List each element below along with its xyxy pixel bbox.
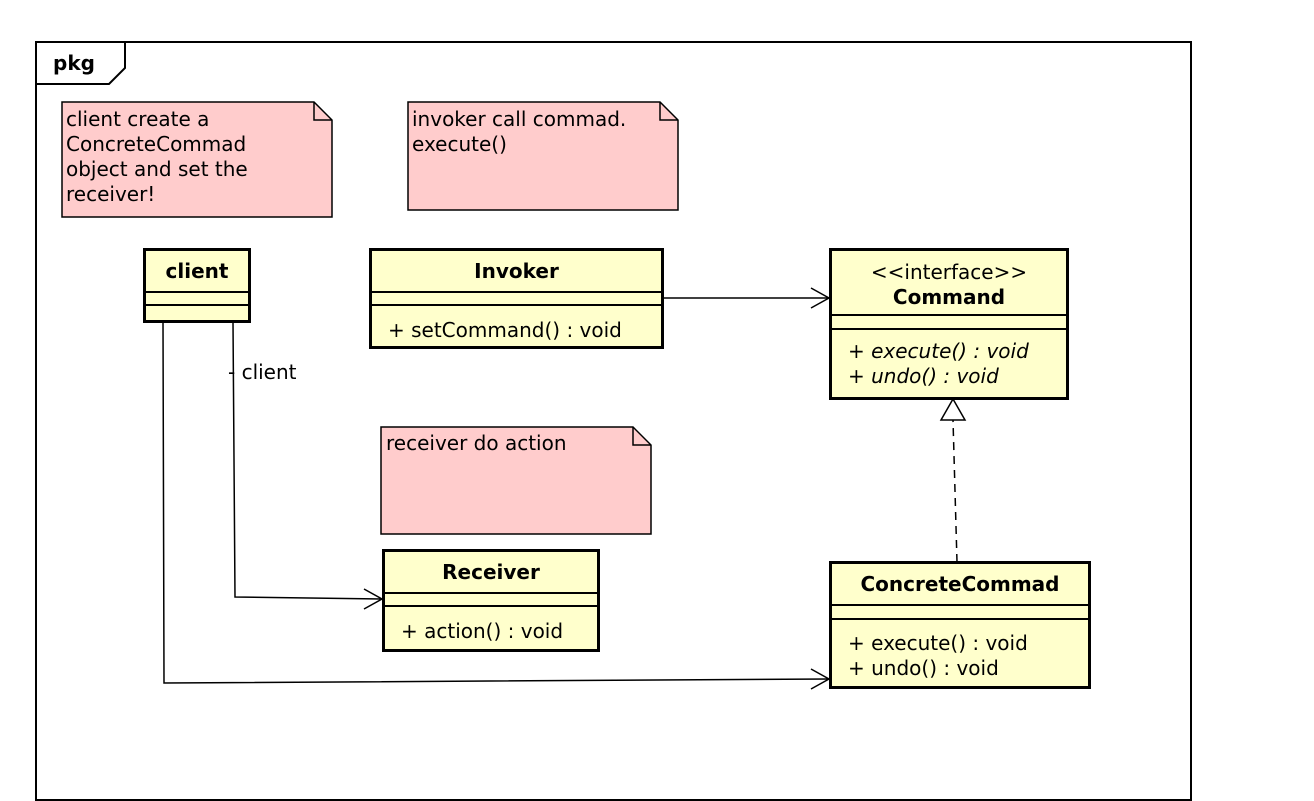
- receiver-note-shape: [380, 426, 652, 535]
- package-label: pkg: [53, 51, 95, 75]
- receiver-note-text: receiver do action: [386, 431, 567, 455]
- command-stereotype: <<interface>>: [870, 260, 1028, 284]
- command-class-name: Command: [892, 285, 1006, 309]
- receiver-op-action: + action() : void: [401, 619, 564, 643]
- client-class-name: client: [165, 259, 229, 283]
- receiver-class[interactable]: Receiver + action() : void: [382, 549, 600, 652]
- receiver-attributes: [385, 594, 597, 607]
- command-op-undo: + undo() : void: [848, 364, 999, 388]
- client-attributes: [146, 293, 248, 306]
- command-interface[interactable]: <<interface>> Command + execute() : void…: [829, 248, 1069, 400]
- command-attributes: [832, 316, 1066, 330]
- client-note-shape: [61, 101, 333, 218]
- invoker-class-name: Invoker: [474, 259, 559, 283]
- invoker-command-association: [663, 287, 831, 309]
- concretecommad-class[interactable]: ConcreteCommad + execute() : void + undo…: [829, 561, 1091, 689]
- client-note-text: client create a ConcreteCommad object an…: [66, 107, 248, 206]
- package-tab: [35, 42, 126, 85]
- command-op-execute: + execute() : void: [848, 339, 1029, 363]
- concretecommad-op-execute: + execute() : void: [848, 631, 1028, 655]
- realization-arrow: [939, 397, 967, 563]
- client-role-label: - client: [228, 360, 297, 384]
- concretecommad-op-undo: + undo() : void: [848, 656, 999, 680]
- receiver-class-name: Receiver: [442, 560, 540, 584]
- invoker-op-setcommand: + setCommand() : void: [388, 318, 622, 342]
- notes-layer: [61, 101, 679, 535]
- invoker-note-shape: [407, 101, 679, 211]
- concretecommad-attributes: [832, 606, 1088, 620]
- concretecommad-class-name: ConcreteCommad: [860, 572, 1060, 596]
- client-class[interactable]: client: [143, 248, 251, 323]
- invoker-note-text: invoker call commad. execute(): [412, 107, 627, 156]
- invoker-attributes: [372, 293, 661, 306]
- edges-layer: [162, 287, 967, 690]
- invoker-class[interactable]: Invoker + setCommand() : void: [369, 248, 664, 349]
